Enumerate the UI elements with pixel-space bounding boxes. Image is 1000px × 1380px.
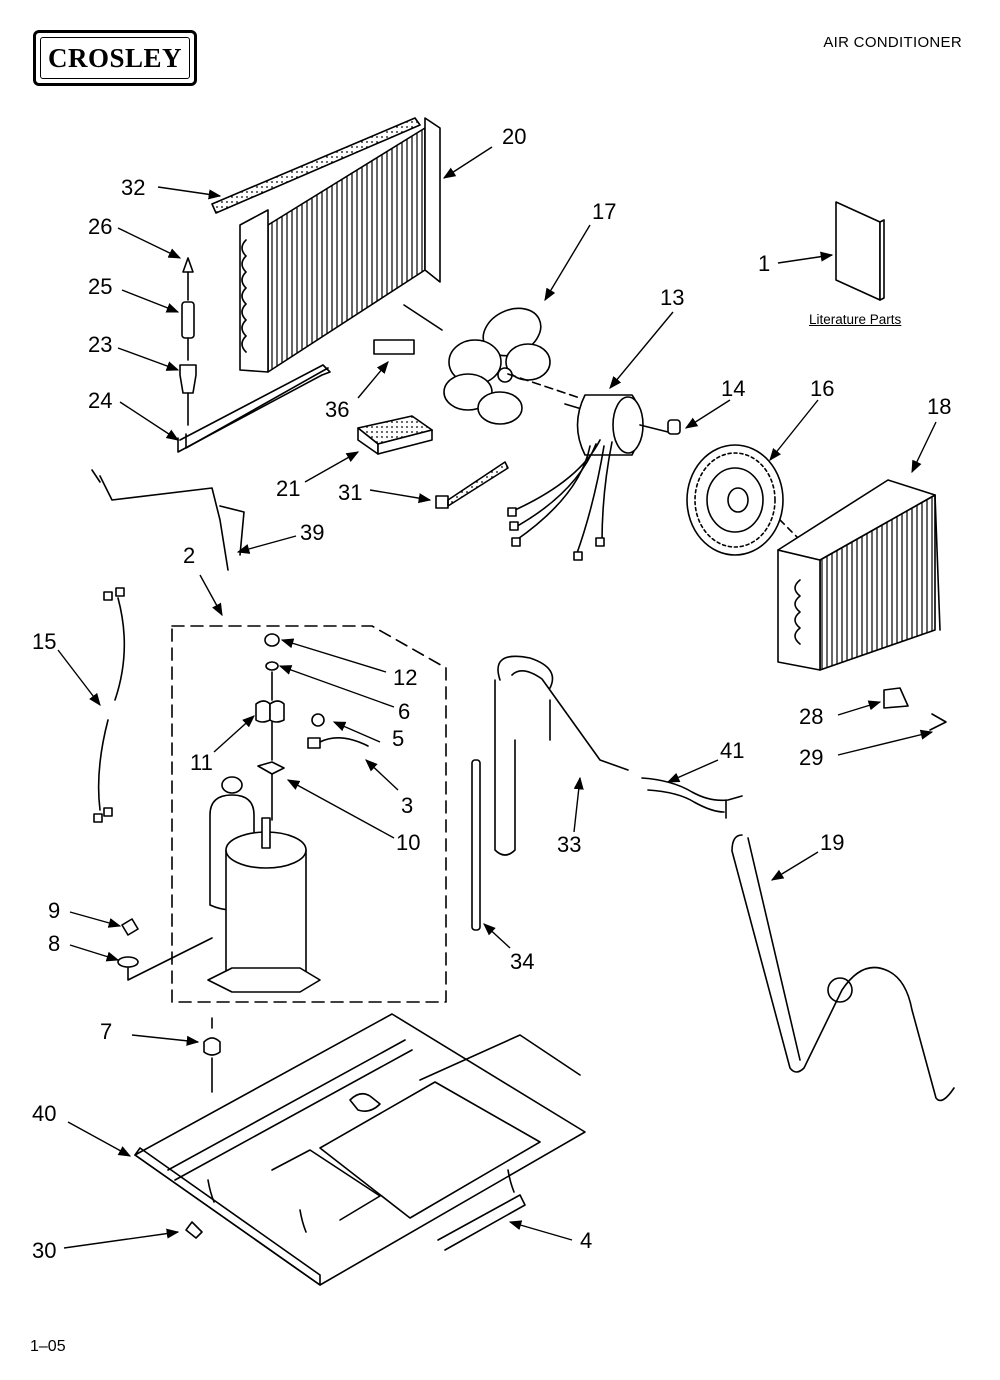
brand-name: CROSLEY bbox=[47, 42, 183, 73]
callout-17: 17 bbox=[592, 199, 617, 224]
callout-23: 23 bbox=[88, 332, 113, 357]
callout-1: 1 bbox=[758, 251, 771, 276]
callout-41: 41 bbox=[720, 738, 745, 763]
bracket-28 bbox=[883, 687, 909, 709]
callout-31: 31 bbox=[338, 480, 363, 505]
document-title: AIR CONDITIONER bbox=[823, 34, 962, 51]
foam-block-large bbox=[357, 415, 433, 455]
access-valve-parts bbox=[179, 257, 197, 426]
callout-12: 12 bbox=[393, 665, 418, 690]
callout-30: 30 bbox=[32, 1238, 57, 1263]
mounting-grommets bbox=[117, 918, 221, 1093]
callout-20: 20 bbox=[502, 124, 527, 149]
evaporator-coil bbox=[777, 479, 941, 671]
compressor-assembly bbox=[207, 633, 369, 993]
callout-16: 16 bbox=[810, 376, 835, 401]
callout-33: 33 bbox=[557, 832, 582, 857]
callout-36: 36 bbox=[325, 397, 350, 422]
straight-tube bbox=[471, 759, 481, 931]
fan-motor bbox=[507, 394, 681, 561]
tube-assembly bbox=[91, 469, 245, 571]
foam-block-small bbox=[373, 339, 415, 355]
callout-3: 3 bbox=[401, 793, 414, 818]
capillary-tube bbox=[177, 364, 331, 453]
callout-40: 40 bbox=[32, 1101, 57, 1126]
callout-9: 9 bbox=[48, 898, 61, 923]
callout-10: 10 bbox=[396, 830, 421, 855]
callout-25: 25 bbox=[88, 274, 113, 299]
wire-harness bbox=[93, 587, 126, 823]
callout-6: 6 bbox=[398, 699, 411, 724]
compressor-kit-boundary bbox=[171, 625, 447, 1003]
callout-11: 11 bbox=[190, 750, 213, 775]
callout-34: 34 bbox=[510, 949, 535, 974]
condenser-fan-blade bbox=[443, 307, 581, 425]
callout-18: 18 bbox=[927, 394, 952, 419]
cable-tie bbox=[435, 461, 509, 509]
callout-leader-lines bbox=[57, 146, 937, 1249]
drain-tube bbox=[731, 834, 955, 1102]
callout-15: 15 bbox=[32, 629, 57, 654]
literature-parts-label: Literature Parts bbox=[809, 312, 902, 327]
callout-21: 21 bbox=[276, 476, 301, 501]
condenser-coil bbox=[239, 117, 443, 373]
callout-32: 32 bbox=[121, 175, 146, 200]
callout-39: 39 bbox=[300, 520, 325, 545]
literature-booklet bbox=[835, 201, 885, 301]
connector-tube bbox=[641, 777, 743, 819]
callout-7: 7 bbox=[100, 1019, 113, 1044]
blower-wheel bbox=[686, 444, 813, 556]
callout-5: 5 bbox=[392, 726, 405, 751]
base-pan bbox=[134, 1013, 586, 1286]
callout-28: 28 bbox=[799, 704, 824, 729]
callout-26: 26 bbox=[88, 214, 113, 239]
page-code: 1–05 bbox=[30, 1338, 66, 1355]
callout-29: 29 bbox=[799, 745, 824, 770]
callout-14: 14 bbox=[721, 376, 746, 401]
callout-2: 2 bbox=[183, 543, 196, 568]
callout-4: 4 bbox=[580, 1228, 593, 1253]
callout-24: 24 bbox=[88, 388, 113, 413]
callout-13: 13 bbox=[660, 285, 685, 310]
discharge-tube bbox=[494, 655, 629, 856]
callout-19: 19 bbox=[820, 830, 845, 855]
bracket-29 bbox=[929, 713, 947, 731]
crosley-logo: CROSLEY bbox=[33, 30, 197, 86]
callout-8: 8 bbox=[48, 931, 61, 956]
top-seal-strip bbox=[211, 117, 421, 214]
